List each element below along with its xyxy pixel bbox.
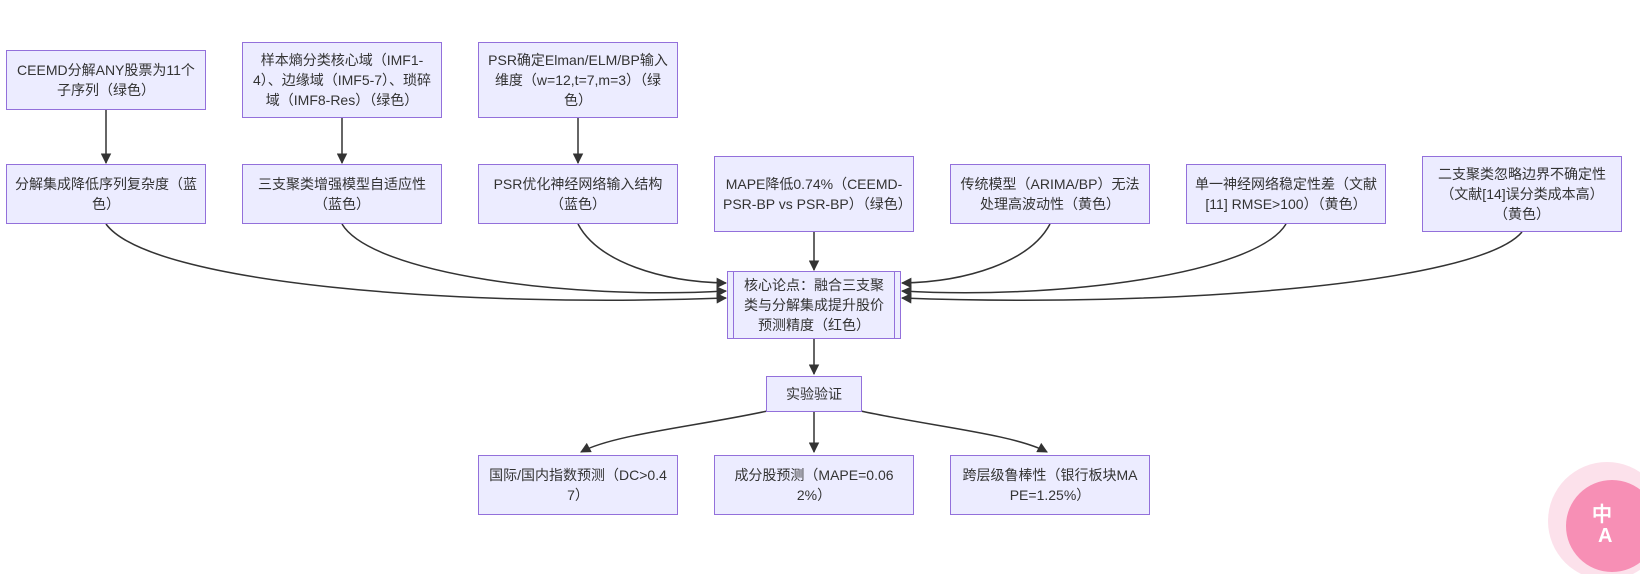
node-single-nn-instability: 单一神经网络稳定性差（文献[11] RMSE>100）（黄色） [1186, 164, 1386, 224]
node-ceemd-decomposition: CEEMD分解ANY股票为11个子序列（绿色） [6, 50, 206, 110]
node-component-prediction: 成分股预测（MAPE=0.062%） [714, 455, 914, 515]
edge-experiment-robust [855, 409, 1048, 453]
node-decomposition-ensemble: 分解集成降低序列复杂度（蓝色） [6, 164, 206, 224]
translate-icon-zh: 中 [1592, 504, 1612, 526]
edge-experiment-index [580, 409, 773, 453]
edge-twoway-core [900, 231, 1523, 304]
node-label: 样本熵分类核心域（IMF1-4）、边缘域（IMF5-7）、琐碎域（IMF8-Re… [252, 52, 432, 108]
node-label: 跨层级鲁棒性（银行板块MAPE=1.25%） [962, 467, 1138, 503]
node-three-way-clustering: 三支聚类增强模型自适应性（蓝色） [242, 164, 442, 224]
translate-icon[interactable]: 中 A [1566, 480, 1640, 572]
node-label: 二支聚类忽略边界不确定性（文献[14]误分类成本高）（黄色） [1438, 166, 1606, 222]
node-label: PSR确定Elman/ELM/BP输入维度（w=12,t=7,m=3）（绿色） [488, 52, 668, 108]
node-label: 核心论点：融合三支聚类与分解集成提升股价预测精度（红色） [744, 277, 884, 333]
node-core-thesis: 核心论点：融合三支聚类与分解集成提升股价预测精度（红色） [727, 271, 901, 339]
node-psr-input-dims: PSR确定Elman/ELM/BP输入维度（w=12,t=7,m=3）（绿色） [478, 42, 678, 118]
node-label: 三支聚类增强模型自适应性（蓝色） [258, 176, 426, 212]
node-label: MAPE降低0.74%（CEEMD-PSR-BP vs PSR-BP）（绿色） [723, 176, 912, 212]
node-traditional-models: 传统模型（ARIMA/BP）无法处理高波动性（黄色） [950, 164, 1150, 224]
edge-psropt-core [577, 223, 728, 289]
edge-traditional-core [900, 223, 1051, 289]
node-label: PSR优化神经网络输入结构（蓝色） [493, 176, 663, 212]
node-two-way-clustering: 二支聚类忽略边界不确定性（文献[14]误分类成本高）（黄色） [1422, 156, 1622, 232]
node-cross-level-robustness: 跨层级鲁棒性（银行板块MAPE=1.25%） [950, 455, 1150, 515]
node-label: 国际/国内指数预测（DC>0.47） [489, 467, 667, 503]
node-index-prediction: 国际/国内指数预测（DC>0.47） [478, 455, 678, 515]
node-label: 分解集成降低序列复杂度（蓝色） [15, 176, 197, 212]
translate-icon-en: A [1598, 525, 1613, 547]
node-experiment-validation: 实验验证 [766, 376, 862, 412]
node-label: 实验验证 [786, 386, 842, 402]
node-sample-entropy: 样本熵分类核心域（IMF1-4）、边缘域（IMF5-7）、琐碎域（IMF8-Re… [242, 42, 442, 118]
edge-singlenn-core [900, 223, 1287, 297]
edge-threeway-core [341, 223, 728, 297]
node-label: 传统模型（ARIMA/BP）无法处理高波动性（黄色） [960, 176, 1140, 212]
node-label: 成分股预测（MAPE=0.062%） [734, 467, 894, 503]
translate-badge[interactable]: 中 A [1544, 458, 1640, 574]
edge-decomp-core [105, 223, 728, 304]
node-mape-reduction: MAPE降低0.74%（CEEMD-PSR-BP vs PSR-BP）（绿色） [714, 156, 914, 232]
node-label: 单一神经网络稳定性差（文献[11] RMSE>100）（黄色） [1195, 176, 1377, 212]
node-label: CEEMD分解ANY股票为11个子序列（绿色） [17, 62, 195, 98]
node-psr-optimization: PSR优化神经网络输入结构（蓝色） [478, 164, 678, 224]
